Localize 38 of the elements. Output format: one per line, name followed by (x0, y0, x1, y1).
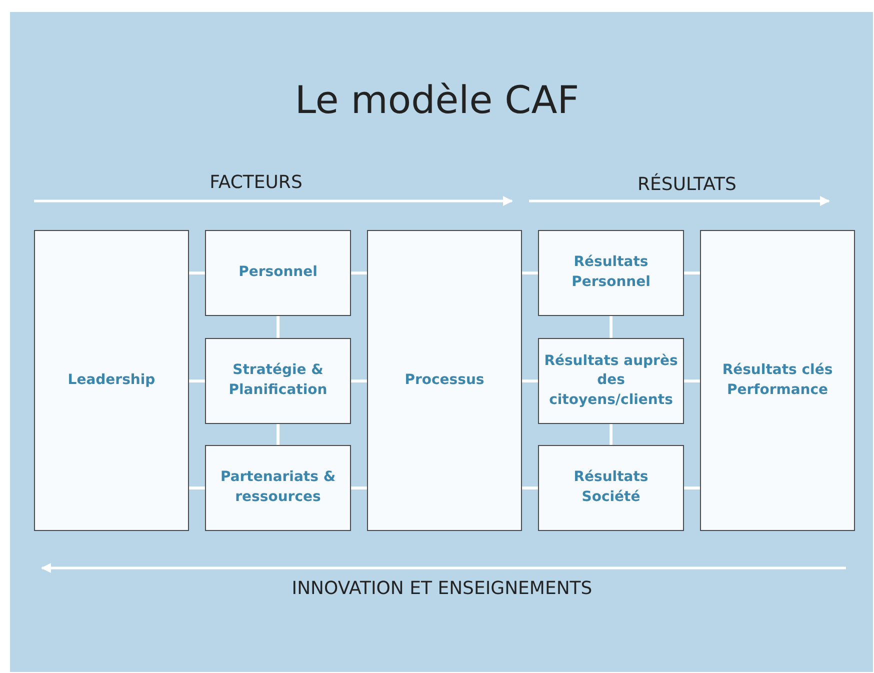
connector-line (522, 272, 538, 274)
process-box (205, 230, 351, 316)
process-box (367, 230, 522, 531)
connector-line (276, 424, 280, 445)
connector-line (684, 272, 700, 274)
connector-line (610, 316, 612, 338)
process-box (700, 230, 855, 531)
process-box (205, 338, 351, 424)
connector-line (522, 380, 538, 382)
connector-line (351, 380, 367, 382)
connector-line (684, 380, 700, 382)
process-box (205, 445, 351, 531)
section-label: INNOVATION ET ENSEIGNEMENTS (292, 578, 592, 599)
box-label: Personnel (238, 263, 318, 282)
section-label: RÉSULTATS (638, 174, 736, 195)
connector-line (189, 486, 205, 490)
box-label: Résultats clés Performance (721, 360, 834, 400)
process-box (538, 338, 684, 424)
box-label: Résultats Société (572, 468, 650, 507)
process-box (538, 445, 684, 531)
box-label: Résultats auprès des citoyens/clients (543, 352, 679, 410)
process-box (34, 230, 189, 531)
box-label: Résultats Personnel (570, 253, 652, 292)
box-label: Stratégie & Planification (228, 361, 328, 400)
connector-line (189, 380, 205, 382)
connector-line (276, 316, 280, 338)
connector-line (610, 424, 612, 445)
process-box (538, 230, 684, 316)
connector-line (351, 272, 367, 274)
connector-line (189, 272, 205, 274)
section-label: FACTEURS (210, 172, 302, 193)
connector-line (351, 486, 367, 490)
box-label: Partenariats & ressources (219, 468, 337, 507)
connector-line (684, 486, 700, 490)
box-label: Processus (404, 370, 486, 390)
diagram-title: Le modèle CAF (294, 78, 580, 122)
box-label: Leadership (66, 370, 156, 390)
connector-line (522, 486, 538, 490)
